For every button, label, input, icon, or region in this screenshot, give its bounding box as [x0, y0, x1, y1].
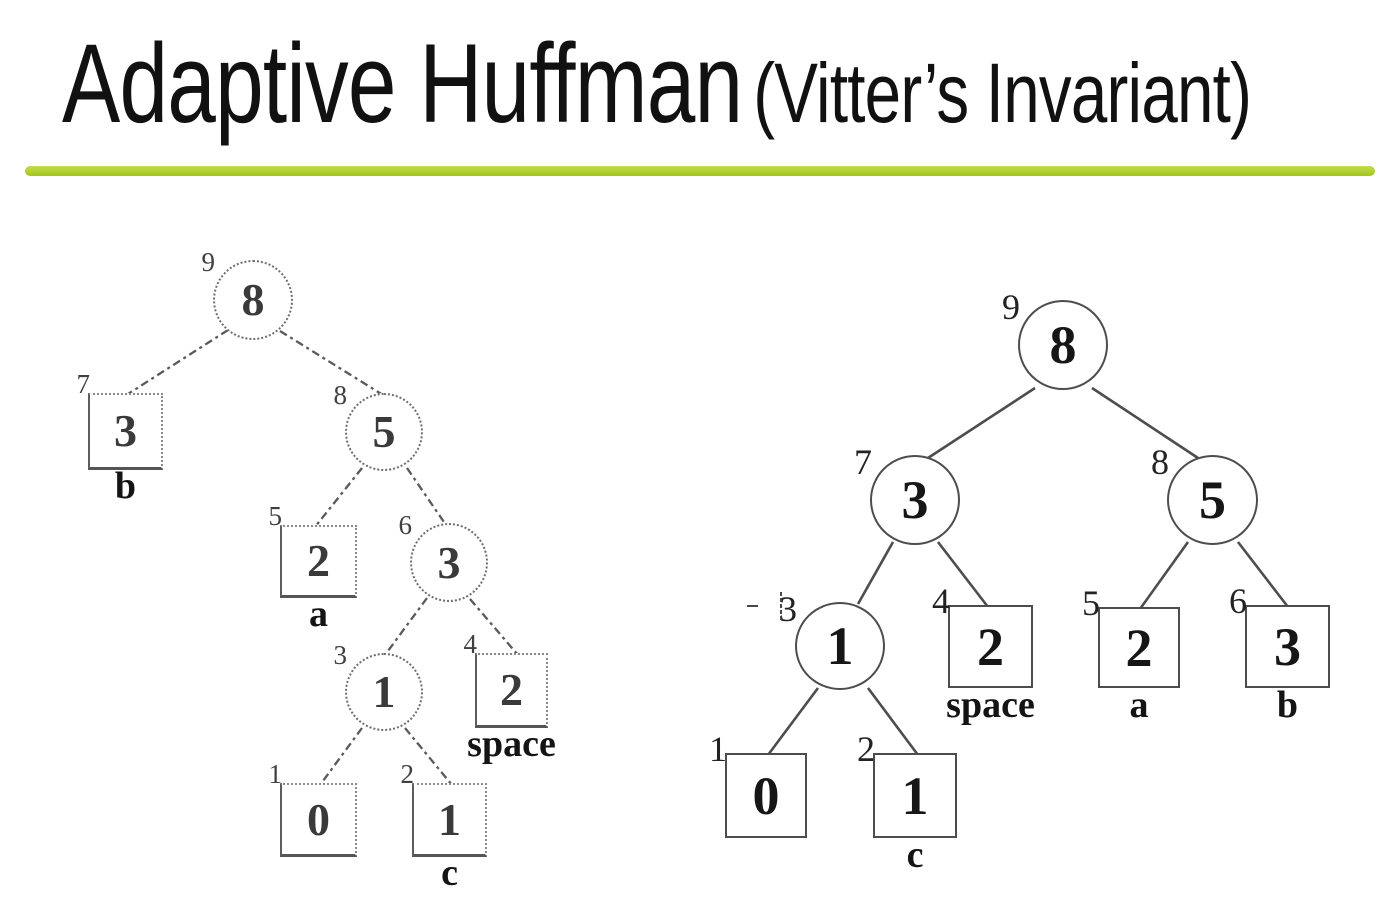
- node-order-label: 2: [857, 729, 875, 769]
- node-symbol-label: b: [1276, 684, 1299, 726]
- left-tree-edge: [406, 467, 447, 526]
- node-order-label: 3: [333, 640, 348, 670]
- right-tree-edge: [936, 541, 990, 608]
- node-order-label: 7: [76, 369, 91, 399]
- node-weight-value: 5: [372, 406, 396, 457]
- node-weight-value: 5: [1199, 470, 1226, 530]
- node-order-label: 8: [333, 380, 348, 410]
- node-order-label: 1: [709, 729, 727, 769]
- node-order-label: 9: [201, 247, 216, 277]
- node-order-label: 5: [268, 501, 283, 531]
- node-weight-value: 0: [752, 765, 780, 826]
- node-symbol-label: space: [467, 723, 556, 765]
- node-symbol-label: b: [114, 465, 137, 507]
- node-order-label: 1: [268, 759, 283, 789]
- node-order-label: 8: [1151, 442, 1169, 482]
- right-tree-edge: [856, 541, 895, 605]
- node-order-label: 4: [932, 581, 950, 621]
- node-weight-value: 2: [1125, 617, 1153, 678]
- title-subtitle: (Vitter’s Invariant): [753, 46, 1252, 140]
- right-tree-edge: [866, 687, 920, 756]
- node-order-label: 3: [779, 589, 797, 629]
- node-weight-value: 0: [307, 793, 330, 845]
- node-weight-value: 2: [500, 664, 523, 715]
- node-symbol-label: c: [441, 852, 458, 894]
- node-symbol-label: c: [906, 834, 924, 876]
- node-order-label: 6: [398, 510, 413, 540]
- node-weight-value: 1: [901, 765, 929, 826]
- node-order-label: 5: [1082, 583, 1100, 623]
- node-order-label: 4: [463, 629, 478, 659]
- left-tree-edge: [314, 467, 363, 528]
- node-weight-value: 3: [437, 536, 461, 588]
- title-main: Adaptive Huffman: [62, 21, 743, 146]
- right-tree-edge: [1138, 541, 1190, 610]
- left-tree-edge: [404, 727, 453, 786]
- left-tree-edge: [384, 597, 428, 656]
- node-weight-value: 3: [1274, 616, 1301, 677]
- right-tree-edge: [927, 386, 1036, 460]
- left-tree-edge: [127, 329, 229, 395]
- node-symbol-label: space: [946, 684, 1035, 726]
- node-weight-value: 8: [1049, 315, 1077, 375]
- left-tree-edge: [319, 727, 363, 786]
- node-weight-value: 1: [438, 793, 461, 845]
- node-order-label: 2: [400, 759, 415, 789]
- node-weight-value: 2: [307, 535, 330, 586]
- node-order-label: 9: [1002, 287, 1020, 327]
- node-weight-value: 1: [372, 666, 396, 717]
- right-tree-edge: [1236, 541, 1290, 608]
- left-tree-edge: [469, 598, 519, 656]
- page-title: Adaptive Huffman(Vitter’s Invariant): [62, 28, 1252, 140]
- title-underline-rule: [25, 166, 1375, 176]
- node-order-label: 7: [854, 442, 872, 482]
- node-symbol-label: a: [309, 593, 328, 635]
- node-weight-value: 8: [241, 274, 265, 325]
- node-symbol-label: a: [1129, 684, 1149, 726]
- node-weight-value: 1: [826, 616, 854, 676]
- left-tree-edge: [279, 330, 384, 396]
- node-order-label: 6: [1229, 581, 1247, 621]
- right-tree-edge: [1091, 386, 1199, 460]
- node-weight-value: 2: [977, 616, 1004, 677]
- node-weight-value: 3: [114, 405, 137, 456]
- node-weight-value: 3: [901, 470, 929, 530]
- right-tree-edge: [766, 687, 820, 756]
